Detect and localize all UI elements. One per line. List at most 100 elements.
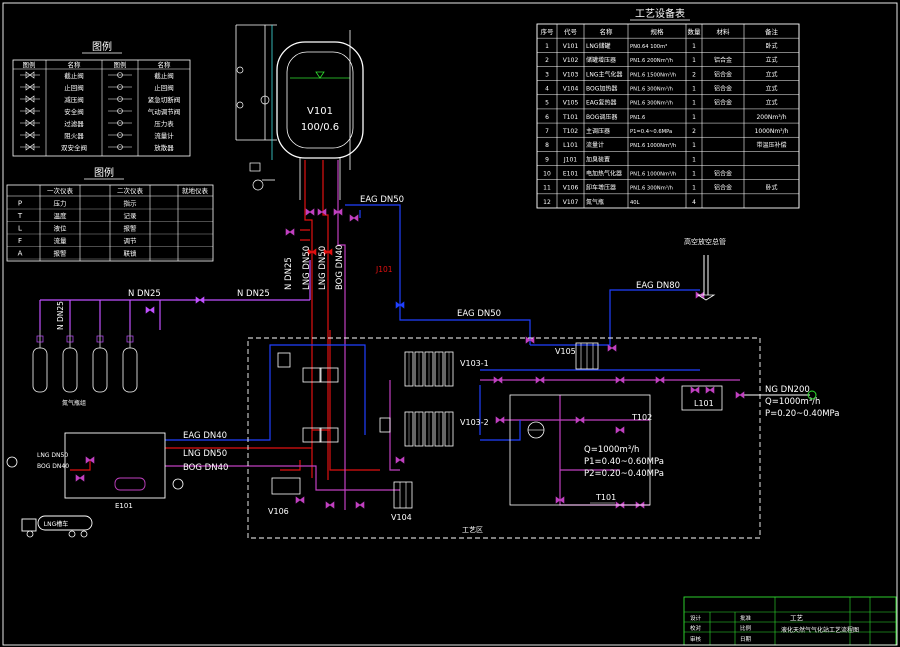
valve-marker[interactable]: [349, 214, 359, 222]
label-lng-dn50-vert: LNG DN50: [302, 246, 312, 290]
valve-marker[interactable]: [495, 416, 505, 424]
bog-heater-v104[interactable]: V104: [391, 481, 413, 522]
legend1-header: 名称: [68, 60, 82, 69]
legend1-header: 图例: [114, 60, 127, 69]
label-v104: V104: [391, 513, 412, 522]
equipment-cell: 立式: [765, 85, 777, 93]
equipment-cell: 加臭装置: [586, 155, 610, 163]
equipment-cell: 4: [692, 199, 696, 206]
valve-marker[interactable]: [145, 306, 155, 314]
valve-marker[interactable]: [333, 208, 343, 216]
equipment-header: 序号: [541, 27, 555, 36]
legend2-letter: T: [17, 212, 23, 220]
nitrogen-bottle: [32, 347, 48, 393]
legend2-title: 图例: [94, 166, 114, 179]
legend1-name: 紧急切断阀: [148, 95, 181, 104]
equipment-cell: PN1.6 300Nm³/h: [630, 101, 673, 107]
valve-marker[interactable]: [195, 296, 205, 304]
equipment-cell: 1: [692, 43, 696, 50]
valve-marker[interactable]: [535, 376, 545, 384]
valve-marker[interactable]: [705, 386, 715, 394]
legend2-header: 一次仪表: [47, 186, 74, 195]
equipment-cell: 铝合金: [714, 169, 732, 177]
label-v103-1: V103-1: [460, 359, 489, 368]
valve-marker[interactable]: [575, 416, 585, 424]
valve-marker[interactable]: [305, 208, 315, 216]
regulator-t102[interactable]: T102: [509, 394, 652, 506]
label-reg-p2: P2=0.20~0.40MPa: [584, 469, 664, 479]
title-block-label: 审核: [690, 635, 702, 643]
legend-valves: 图例 图例名称图例名称 截止阀截止阀止回阀止回阀减压阀紧急切断阀安全阀气动调节阀…: [12, 40, 191, 157]
equipment-cell: T102: [562, 128, 578, 135]
legend1-name: 放散器: [154, 143, 174, 152]
legend2-name: 指示: [124, 199, 138, 208]
valve-marker[interactable]: [85, 456, 95, 464]
tank-spec: 100/0.6: [301, 122, 339, 133]
legend1-name: 减压阀: [64, 95, 84, 104]
valve-marker[interactable]: [75, 474, 85, 482]
equipment-header: 规格: [651, 27, 665, 36]
equipment-cell: 1: [692, 156, 696, 163]
legend1-title: 图例: [92, 40, 112, 53]
equipment-cell: 主调压器: [586, 127, 610, 135]
main-vaporizers[interactable]: V103-1 V103-2: [404, 351, 489, 447]
legend1-name: 阻火器: [64, 131, 84, 140]
equipment-cell: 1000Nm³/h: [755, 128, 789, 135]
unloading-skid[interactable]: E101 LNG DN50 BOG DN40: [6, 432, 184, 510]
valve-marker[interactable]: [317, 208, 327, 216]
valve-marker[interactable]: [607, 344, 617, 352]
equipment-cell: 卧式: [765, 184, 777, 192]
vertical-pipe-labels: N DN25 LNG DN50 LNG DN50 BOG DN40 N DN25: [56, 245, 345, 330]
vent-tower: 高空放空总管: [684, 237, 726, 301]
equipment-cell: PN0.64 100m³: [630, 44, 667, 50]
valve-marker[interactable]: [735, 391, 745, 399]
valve-marker[interactable]: [655, 376, 665, 384]
valve-marker[interactable]: [285, 228, 295, 236]
process-area-boundary: 工艺区: [247, 337, 761, 539]
equipment-cell: 4: [545, 86, 549, 93]
valve-marker[interactable]: [615, 426, 625, 434]
pressurizer-v102[interactable]: [277, 352, 391, 443]
valve-marker[interactable]: [323, 248, 333, 256]
equipment-cell: 储罐增压器: [586, 56, 616, 64]
nitrogen-bottles: 氮气瓶组: [32, 330, 138, 407]
label-n-dn25-b: N DN25: [237, 289, 270, 299]
label-eag-dn40: EAG DN40: [183, 431, 227, 441]
valve-marker[interactable]: [525, 336, 535, 344]
valve-marker[interactable]: [355, 501, 365, 509]
label-bog-dn40-vert: BOG DN40: [335, 245, 345, 290]
label-vent-tower: 高空放空总管: [684, 237, 726, 246]
equipment-cell: V106: [563, 185, 579, 192]
bog-regulator-t101[interactable]: T101: [590, 493, 616, 504]
legend2-letter: L: [18, 225, 22, 233]
valve-marker[interactable]: [307, 248, 317, 256]
label-v106: V106: [268, 507, 289, 516]
equipment-cell: 1: [692, 185, 696, 192]
valve-marker[interactable]: [615, 376, 625, 384]
valve-marker[interactable]: [325, 501, 335, 509]
legend1-name: 气动调节阀: [148, 107, 181, 116]
equipment-cell: V101: [563, 43, 579, 50]
legend2-letter: P: [18, 200, 22, 208]
valve-marker[interactable]: [295, 496, 305, 504]
lng-tank-v101[interactable]: V101 100/0.6: [262, 30, 364, 200]
flowmeter-l101[interactable]: L101: [681, 385, 817, 411]
legend2-name: 温度: [54, 211, 68, 220]
valve-marker[interactable]: [395, 301, 405, 309]
equipment-cell: 铝合金: [714, 184, 732, 192]
legend1-header: 图例: [23, 60, 36, 69]
valve-marker[interactable]: [555, 496, 565, 504]
label-v105: V105: [555, 347, 576, 356]
unloading-pressurizer-v106[interactable]: V106: [268, 477, 301, 516]
legend1-name: 双安全阀: [61, 143, 87, 152]
eag-heater-v105[interactable]: V105: [555, 342, 599, 370]
equipment-cell: 卸车增压器: [586, 184, 616, 192]
valve-marker[interactable]: [690, 386, 700, 394]
valve-marker[interactable]: [493, 376, 503, 384]
valve-marker[interactable]: [395, 456, 405, 464]
equipment-cell: 立式: [765, 70, 777, 78]
